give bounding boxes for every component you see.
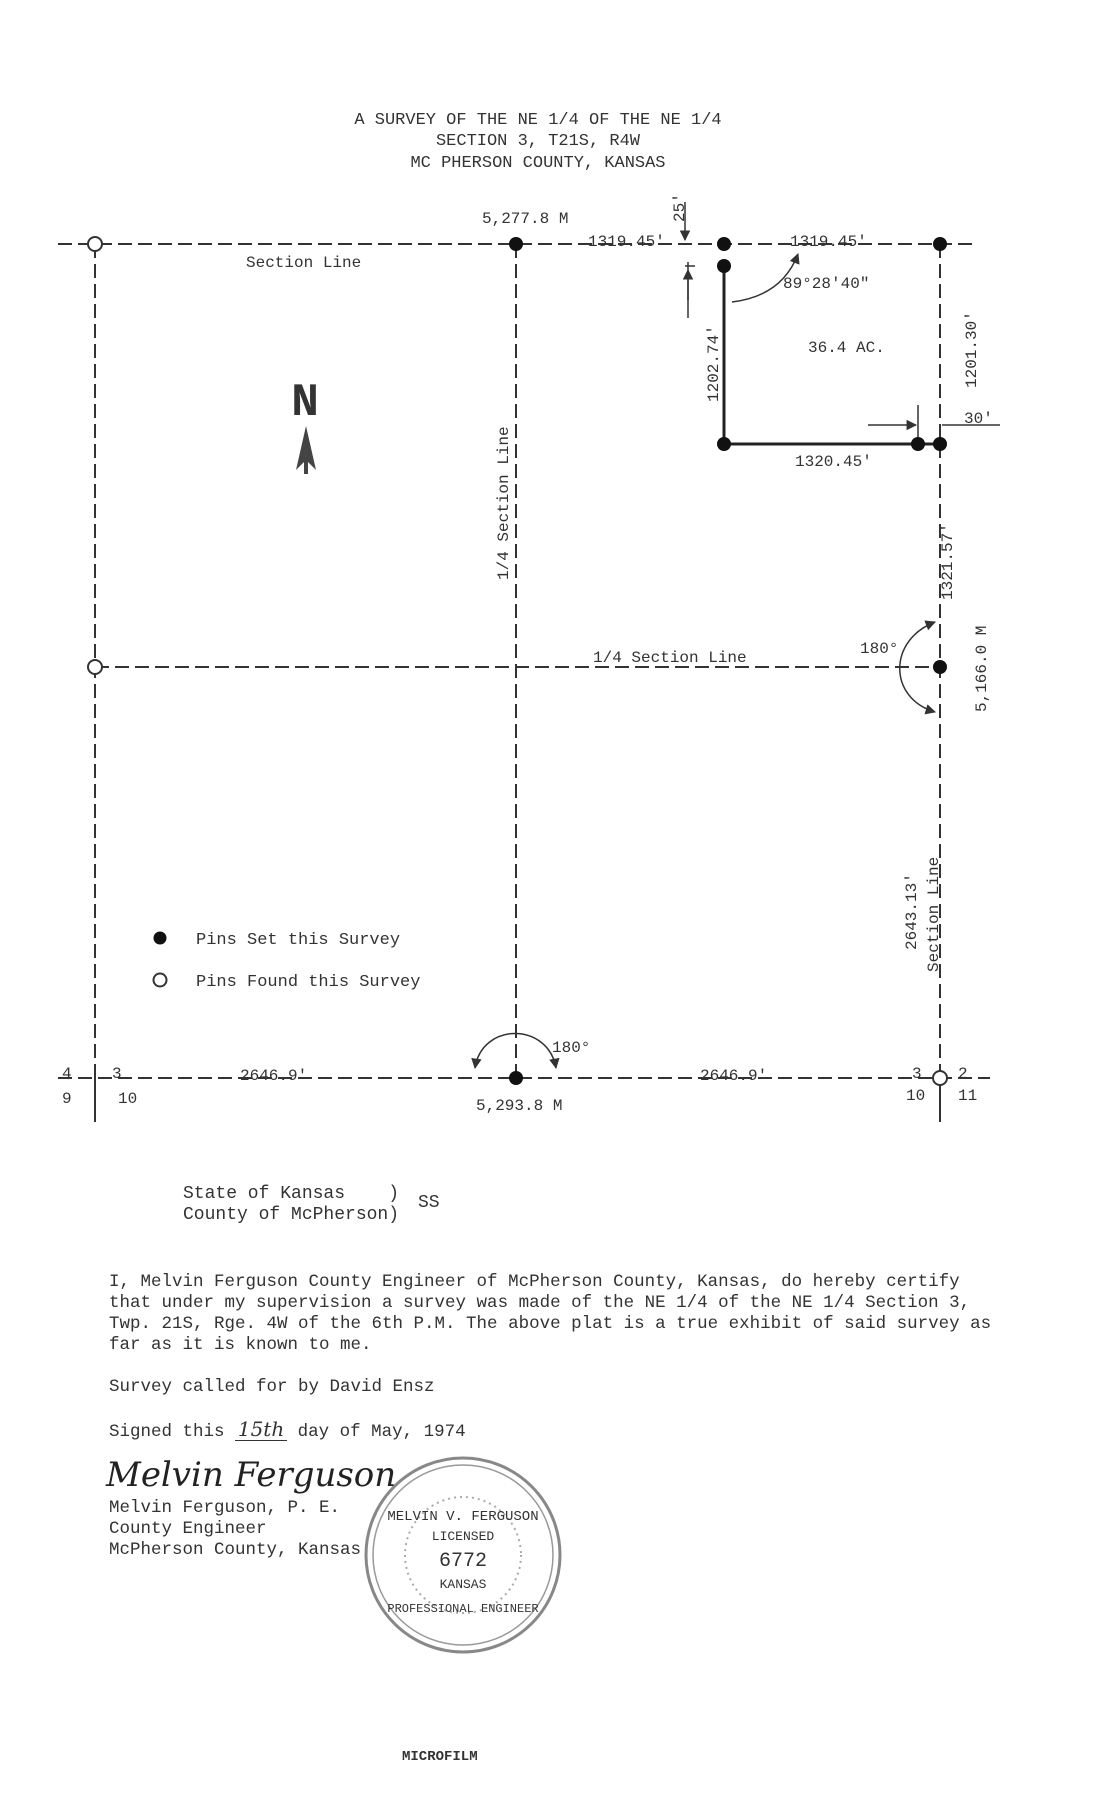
pin-set-east-line — [933, 437, 947, 451]
legend-set-label: Pins Set this Survey — [196, 931, 400, 950]
east-side: 1201.30' — [963, 311, 981, 388]
microfilm-stamp: MICROFILM — [402, 1749, 478, 1765]
signed-line: Signed this 15th day of May, 1974 — [109, 1419, 1009, 1443]
pins — [87, 236, 948, 1086]
corner-label-10-right: 10 — [906, 1087, 925, 1105]
certificate: I, Melvin Ferguson County Engineer of Mc… — [109, 1272, 1009, 1443]
legend-found-label: Pins Found this Survey — [196, 973, 420, 992]
section-line-east-label: Section Line — [925, 857, 943, 972]
venue-state: State of Kansas ) — [183, 1184, 400, 1204]
corner-label-11: 11 — [958, 1087, 977, 1105]
seal-state: KANSAS — [440, 1577, 487, 1592]
pin-found-se — [932, 1070, 948, 1086]
section-line-top-label: Section Line — [246, 254, 361, 272]
corner-label-10-left: 10 — [118, 1090, 137, 1108]
seal-profession: PROFESSIONAL ENGINEER — [387, 1602, 538, 1616]
east-angle-arc — [899, 620, 937, 715]
pin-set-parcel-se — [911, 437, 925, 451]
bottom-angle: 180° — [552, 1039, 590, 1057]
signer-name: Melvin Ferguson, P. E. — [109, 1498, 341, 1518]
south-angle-arc — [471, 1032, 560, 1070]
signer-title: County Engineer — [109, 1519, 267, 1539]
legend-pin-found-icon — [152, 972, 168, 988]
pin-set-ne-north — [717, 237, 731, 251]
corner-label-3-left: 3 — [112, 1065, 122, 1083]
pin-set-parcel-nw — [717, 259, 731, 273]
quarter-line-vertical-label: 1/4 Section Line — [495, 426, 513, 580]
parcel-area: 36.4 AC. — [808, 339, 885, 357]
quarter-line-horizontal-label: 1/4 Section Line — [593, 649, 747, 667]
east-total: 5,166.0 M — [973, 626, 991, 712]
corner-label-3-right: 3 — [912, 1065, 922, 1083]
venue-county: County of McPherson) — [183, 1205, 400, 1225]
title-line-1: A SURVEY OF THE NE 1/4 OF THE NE 1/4 — [354, 111, 721, 130]
pin-set-north-quarter — [509, 237, 523, 251]
top-mid-distance: 5,277.8 M — [482, 210, 568, 228]
pin-set-south-quarter — [509, 1071, 523, 1085]
surveyed-parcel — [722, 266, 940, 446]
north-arrow: N — [291, 377, 319, 474]
survey-called-for: Survey called for by David Ensz — [109, 1377, 435, 1397]
engineer-seal: MELVIN V. FERGUSON LICENSED 6772 KANSAS … — [364, 1456, 562, 1654]
north-letter: N — [291, 377, 319, 429]
north-arrow-icon — [296, 426, 316, 474]
certificate-paragraph: I, Melvin Ferguson County Engineer of Mc… — [109, 1272, 992, 1355]
title-line-3: MC PHERSON COUNTY, KANSAS — [410, 154, 665, 173]
top-left-seg: 1319.45' — [588, 233, 665, 251]
signed-day: 15th — [235, 1419, 288, 1441]
corner-label-4: 4 — [62, 1065, 72, 1083]
pin-found-nw — [87, 236, 103, 252]
offset-25: 25' — [671, 193, 689, 222]
seal-licensed: LICENSED — [432, 1529, 495, 1544]
bottom-mid-distance: 5,293.8 M — [476, 1097, 562, 1115]
pin-set-east-quarter — [933, 660, 947, 674]
signed-suffix: day of May, 1974 — [297, 1422, 466, 1442]
signer-county: McPherson County, Kansas — [109, 1540, 362, 1560]
handwritten-signature: Melvin Ferguson — [106, 1455, 397, 1495]
top-right-seg: 1319.45' — [790, 233, 867, 251]
east-lower: 1321.57' — [939, 523, 957, 600]
east-section-distance: 2643.13' — [903, 873, 921, 950]
bottom-side: 1320.45' — [795, 453, 872, 471]
survey-title: A SURVEY OF THE NE 1/4 OF THE NE 1/4 SEC… — [354, 111, 721, 173]
signed-prefix: Signed this — [109, 1422, 225, 1442]
angle-label: 89°28'40" — [783, 275, 869, 293]
seal-number: 6772 — [439, 1550, 487, 1573]
seal-name: MELVIN V. FERGUSON — [387, 1509, 538, 1525]
angle-arrow — [731, 253, 800, 303]
pin-set-ne — [933, 237, 947, 251]
legend: Pins Set this Survey Pins Found this Sur… — [152, 931, 420, 992]
venue-ss: SS — [418, 1193, 440, 1213]
bottom-left-seg: 2646.9' — [240, 1067, 307, 1085]
corner-label-9: 9 — [62, 1090, 72, 1108]
bottom-right-seg: 2646.9' — [700, 1067, 767, 1085]
corner-label-2: 2 — [958, 1065, 968, 1083]
title-line-2: SECTION 3, T21S, R4W — [436, 132, 641, 151]
offset-30: 30' — [964, 410, 993, 428]
pin-set-parcel-sw — [717, 437, 731, 451]
pin-found-west — [87, 659, 103, 675]
east-angle: 180° — [860, 640, 898, 658]
legend-pin-set-icon — [153, 931, 167, 945]
west-side: 1202.74' — [705, 325, 723, 402]
